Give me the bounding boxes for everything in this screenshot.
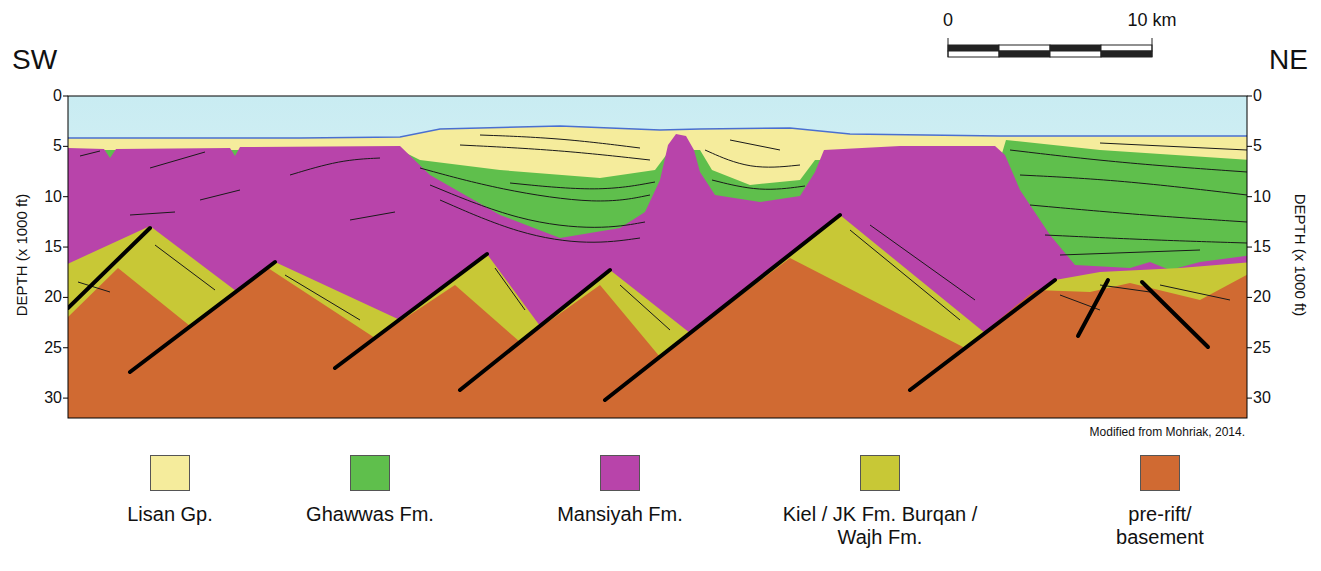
fault-line bbox=[605, 215, 840, 400]
depth-tick bbox=[1247, 398, 1252, 399]
bedding-line bbox=[440, 200, 640, 242]
scale-label: 10 km bbox=[1127, 10, 1176, 31]
depth-value: 15 bbox=[44, 238, 62, 256]
mansiyah-layer bbox=[68, 134, 1247, 418]
bedding-line bbox=[460, 145, 650, 160]
legend-label: Lisan Gp. bbox=[127, 503, 213, 526]
lisan-layer bbox=[68, 126, 1247, 418]
seafloor-line bbox=[68, 126, 1247, 138]
bedding-line bbox=[150, 152, 205, 168]
section-body bbox=[68, 96, 1247, 418]
depth-tick bbox=[63, 398, 68, 399]
bedding-line bbox=[495, 268, 525, 310]
source-note: Modified from Mohriak, 2014. bbox=[1090, 426, 1245, 440]
fault-line bbox=[460, 270, 610, 390]
bedding-line bbox=[510, 182, 655, 189]
depth-tick bbox=[63, 247, 68, 248]
fault-line bbox=[130, 262, 275, 372]
bedding-line bbox=[870, 225, 975, 300]
depth-tick bbox=[63, 146, 68, 147]
bedding-line bbox=[1100, 143, 1247, 150]
depth-value: 5 bbox=[1253, 137, 1262, 155]
direction-label: SW bbox=[12, 44, 57, 76]
depth-tick bbox=[63, 196, 68, 197]
depth-tick bbox=[63, 297, 68, 298]
depth-tick bbox=[1247, 196, 1252, 197]
fault-line bbox=[335, 254, 487, 368]
bedding-line bbox=[1010, 150, 1247, 172]
bedding-line bbox=[1020, 175, 1247, 195]
depth-value: 30 bbox=[44, 389, 62, 407]
bedding-line bbox=[1045, 235, 1247, 243]
bedding-line bbox=[712, 180, 805, 189]
depth-value: 10 bbox=[44, 187, 62, 205]
depth-tick bbox=[63, 347, 68, 348]
basement bbox=[68, 258, 1247, 418]
legend-label: Kiel / JK Fm. Burqan / Wajh Fm. bbox=[780, 503, 980, 549]
bedding-line bbox=[350, 212, 395, 220]
depth-tick bbox=[1247, 297, 1252, 298]
depth-tick bbox=[63, 96, 68, 97]
bedding-line bbox=[705, 150, 800, 167]
bedding-line bbox=[420, 168, 650, 201]
bedding-line bbox=[1030, 205, 1247, 222]
bedding-line bbox=[285, 275, 360, 320]
legend-label: Ghawwas Fm. bbox=[306, 503, 434, 526]
fault-line bbox=[1142, 282, 1208, 347]
fault-line bbox=[68, 228, 150, 308]
depth-tick bbox=[1247, 96, 1252, 97]
bedding-line bbox=[850, 230, 960, 320]
bedding-line bbox=[290, 158, 380, 175]
depth-value: 0 bbox=[53, 87, 62, 105]
depth-value: 20 bbox=[44, 288, 62, 306]
depth-value: 25 bbox=[1253, 339, 1271, 357]
depth-value: 0 bbox=[1253, 87, 1262, 105]
legend-swatch bbox=[600, 455, 640, 491]
legend-swatch bbox=[150, 455, 190, 491]
bedding-line bbox=[80, 151, 100, 156]
depth-value: 10 bbox=[1253, 187, 1271, 205]
depth-value: 5 bbox=[53, 137, 62, 155]
fault-line bbox=[1078, 280, 1108, 336]
depth-value: 15 bbox=[1253, 238, 1271, 256]
bedding-line bbox=[480, 135, 640, 148]
depth-value: 30 bbox=[1253, 389, 1271, 407]
depth-value: 25 bbox=[44, 339, 62, 357]
plot-frame bbox=[68, 96, 1247, 418]
depth-value: 20 bbox=[1253, 288, 1271, 306]
bedding-line bbox=[1060, 250, 1200, 255]
legend-label: Mansiyah Fm. bbox=[557, 503, 683, 526]
bedding-line bbox=[730, 140, 780, 150]
depth-tick bbox=[1247, 347, 1252, 348]
bedding-line bbox=[430, 185, 645, 227]
depth-tick bbox=[1247, 247, 1252, 248]
scale-label: 0 bbox=[943, 10, 953, 31]
bedding-line bbox=[1160, 285, 1230, 300]
depth-tick bbox=[1247, 146, 1252, 147]
kiel-layer bbox=[68, 215, 1247, 418]
legend-swatch bbox=[1140, 455, 1180, 491]
bedding-line bbox=[1100, 285, 1150, 292]
legend-label: pre-rift/ basement bbox=[1095, 503, 1225, 549]
bedding-line bbox=[620, 285, 670, 330]
axis-title: DEPTH (x 1000 ft) bbox=[13, 194, 30, 317]
scale-bar bbox=[948, 38, 1152, 57]
bedding-line bbox=[155, 245, 215, 290]
fault-line bbox=[910, 280, 1055, 390]
legend-swatch bbox=[350, 455, 390, 491]
direction-label: NE bbox=[1269, 44, 1308, 76]
bedding-line bbox=[200, 190, 240, 200]
bedding-line bbox=[130, 212, 175, 215]
legend-swatch bbox=[860, 455, 900, 491]
axis-title: DEPTH (x 1000 ft) bbox=[1291, 194, 1308, 317]
